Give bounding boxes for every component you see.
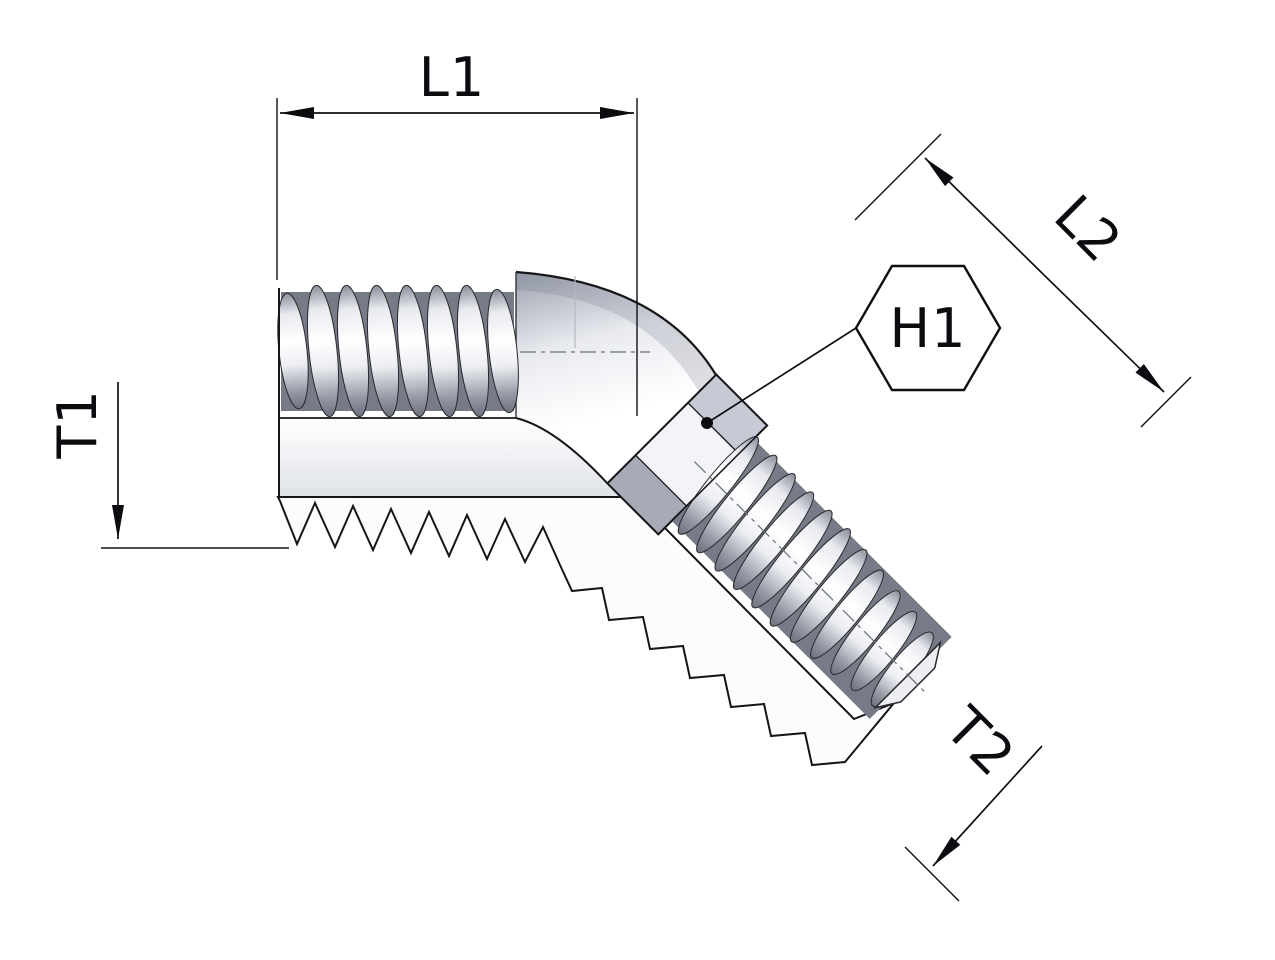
lower-silhouette-outline	[276, 496, 895, 767]
shank-band	[279, 418, 622, 497]
elbow-band	[516, 272, 716, 483]
dimension-l1: L1	[276, 46, 638, 416]
h1-leader-dot	[701, 417, 713, 429]
l2-label: L2	[1042, 183, 1134, 275]
t1-label: T1	[46, 389, 109, 459]
l2-dim-line-upper	[924, 157, 1045, 276]
l1-label: L1	[419, 46, 485, 109]
l2-extension-top	[854, 133, 942, 221]
hex-thread-edge	[657, 424, 768, 535]
callout-h1: H1	[701, 264, 1002, 429]
t2-label: T2	[933, 694, 1027, 788]
angled-leg	[605, 373, 952, 719]
l2-extension-bottom	[1140, 376, 1192, 428]
h1-hexagon-symbol	[854, 264, 1002, 392]
h1-label: H1	[890, 297, 967, 360]
elbow-shading	[516, 272, 716, 392]
left-thread	[277, 284, 519, 418]
dimension-t2: T2	[904, 694, 1043, 902]
dimension-t1: T1	[46, 382, 289, 549]
angled-axis-centerline	[693, 461, 927, 694]
hex-section	[605, 373, 769, 536]
fitting-body	[276, 270, 952, 767]
h1-leader-line	[706, 327, 857, 424]
l2-dim-line-lower	[1043, 274, 1165, 393]
elbow-inner-edge	[515, 417, 608, 484]
elbow-outer-edge	[515, 270, 717, 376]
t2-reference-line	[904, 846, 960, 902]
t2-leader-line	[932, 745, 1043, 867]
lower-silhouette	[278, 497, 894, 765]
